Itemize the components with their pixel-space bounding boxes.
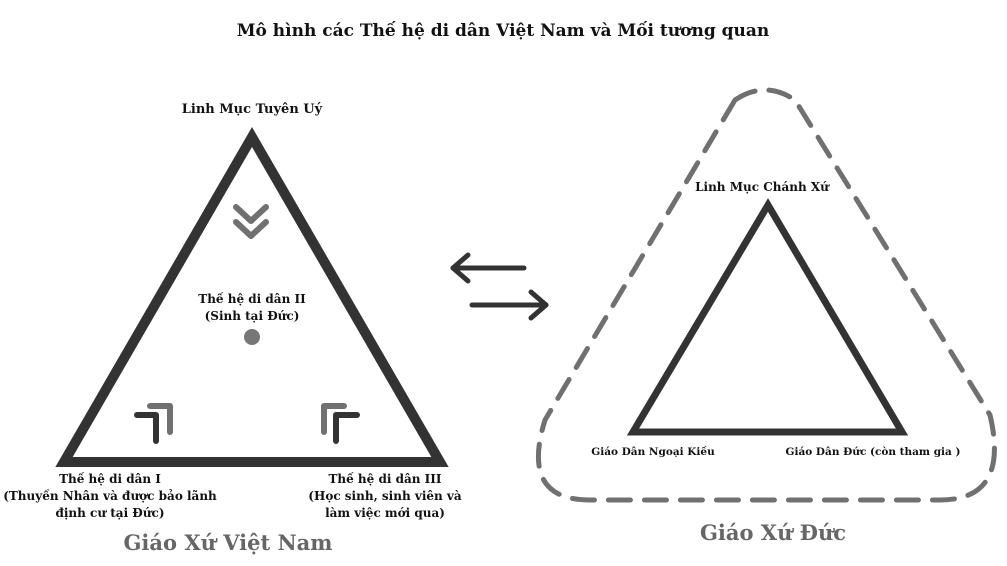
gen3-label-line3: làm việc mới qua) bbox=[325, 506, 445, 520]
german-parish-caption: Giáo Xứ Đức bbox=[700, 520, 846, 545]
chevron-up-right-icon bbox=[134, 403, 173, 444]
chevron-down-icon bbox=[233, 204, 269, 239]
arrow-left-icon bbox=[450, 252, 527, 284]
pastor-label: Linh Mục Chánh Xứ bbox=[695, 180, 830, 194]
chaplain-label: Linh Mục Tuyên Uý bbox=[182, 102, 323, 117]
german-parishioners-label: Giáo Dân Đức (còn tham gia ) bbox=[786, 446, 961, 458]
gen3-label-line2: (Học sinh, sinh viên và bbox=[308, 489, 462, 503]
gen1-label-line2: (Thuyền Nhân và được bảo lãnh bbox=[3, 488, 217, 503]
center-dot-icon bbox=[244, 329, 260, 345]
gen1-label-line1: Thế hệ di dân I bbox=[59, 471, 161, 486]
german-parish-boundary bbox=[535, 87, 997, 503]
gen2-label-line1: Thế hệ di dân II bbox=[198, 291, 306, 306]
chevron-up-left-icon bbox=[321, 403, 360, 444]
vietnam-parish-caption: Giáo Xứ Việt Nam bbox=[123, 530, 332, 555]
foreign-parishioners-label: Giáo Dân Ngoại Kiều bbox=[591, 445, 715, 458]
german-parish-triangle bbox=[626, 198, 909, 436]
vietnam-parish-triangle bbox=[55, 127, 449, 467]
gen1-label-line3: định cư tại Đức) bbox=[55, 506, 164, 520]
gen3-label-line1: Thế hệ di dân III bbox=[328, 471, 441, 486]
gen2-label-line2: (Sinh tại Đức) bbox=[205, 309, 300, 323]
diagram-title: Mô hình các Thế hệ di dân Việt Nam và Mố… bbox=[237, 21, 770, 41]
arrow-right-icon bbox=[469, 289, 549, 321]
